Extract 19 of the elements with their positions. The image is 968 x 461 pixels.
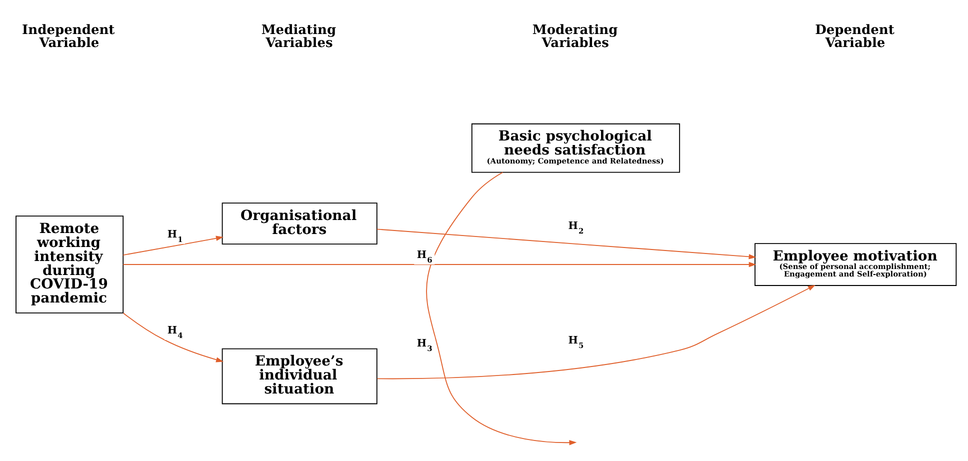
arrow	[426, 171, 577, 445]
arrow	[122, 261, 756, 267]
node-box: Organisational factors	[222, 202, 378, 244]
edge-label: H$_{6}$	[416, 248, 432, 264]
label: Independent Variable	[22, 22, 115, 50]
node-box: Remote working intensity during COVID-19 pandemic	[16, 215, 124, 313]
edge-label: H$_{4}$	[167, 324, 183, 340]
edge-label: H$_{2}$	[568, 219, 584, 235]
arrow	[376, 228, 756, 259]
arrow	[122, 312, 224, 362]
arrow	[122, 235, 224, 256]
label: Dependent Variable	[815, 22, 894, 50]
label: Moderating Variables	[532, 22, 618, 50]
edge-label: H$_{5}$	[568, 334, 584, 350]
label: Mediating Variables	[261, 22, 336, 50]
arrow	[376, 284, 816, 379]
edge-label: H$_{3}$	[416, 336, 432, 352]
node-box: Employee’s individual situation	[222, 348, 378, 404]
edge-label: H$_{1}$	[167, 228, 183, 244]
